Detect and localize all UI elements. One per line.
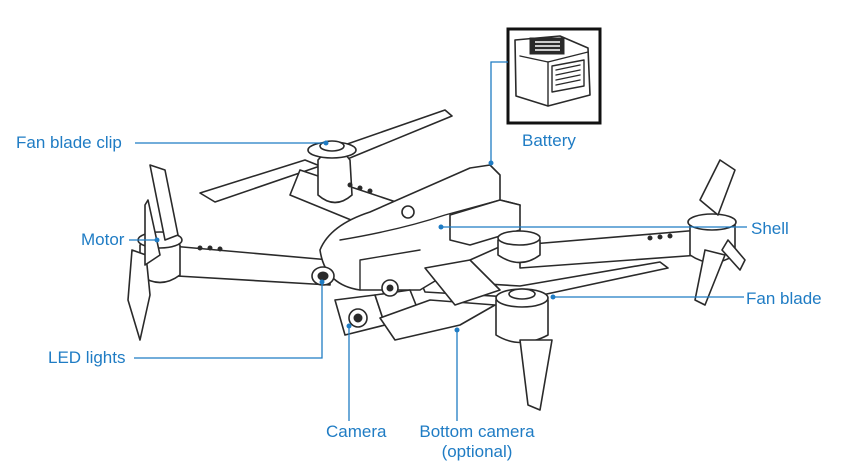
right-arm: [519, 159, 746, 306]
drone-body: [319, 164, 541, 291]
battery-label: Battery: [522, 131, 576, 150]
camera-label: Camera: [326, 422, 387, 441]
bottom-camera-label-line1: Bottom camera: [419, 422, 535, 441]
fan-blade-clip-label: Fan blade clip: [16, 133, 122, 152]
battery-inset: [506, 27, 602, 125]
led-light-icon: [311, 266, 335, 286]
shell-label: Shell: [751, 219, 789, 238]
bottom-plate: [379, 259, 501, 341]
leader-lines: [129, 61, 747, 421]
bottom-camera-label: Bottom camera (optional): [411, 422, 543, 462]
motor-label: Motor: [81, 230, 125, 249]
fan-blade-label: Fan blade: [746, 289, 822, 308]
battery-contacts-icon: [529, 37, 565, 55]
front-right-motor: [495, 288, 553, 411]
left-arm: [127, 164, 331, 341]
led-lights-label: LED lights: [48, 348, 126, 367]
bottom-camera-label-line2: (optional): [441, 442, 513, 461]
